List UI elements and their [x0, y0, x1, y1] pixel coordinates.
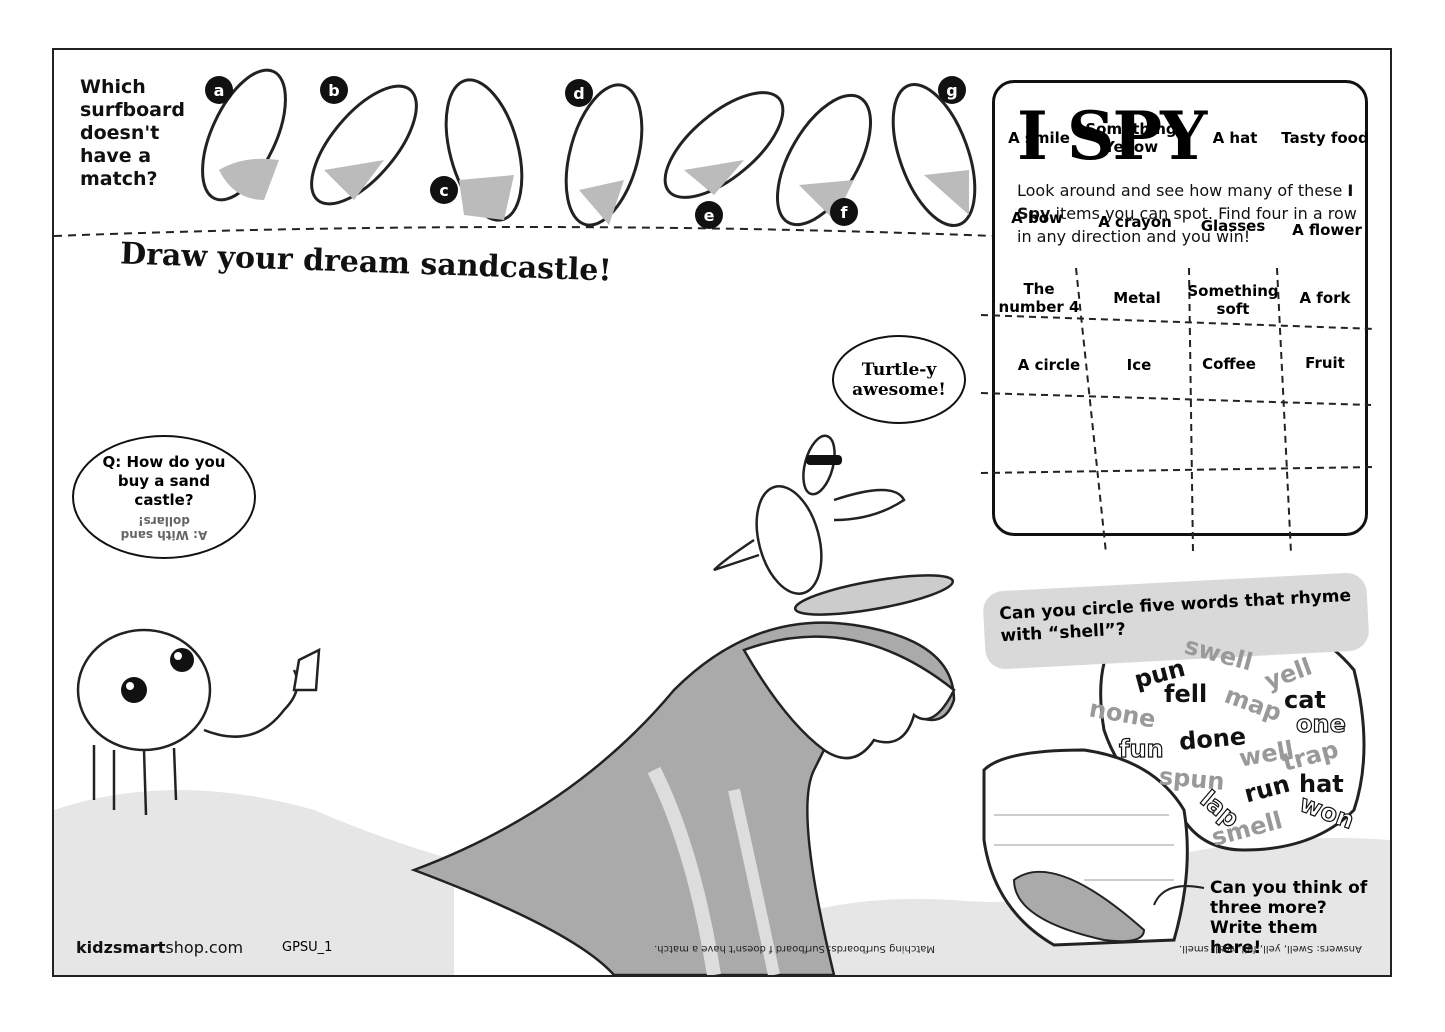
- svg-text:g: g: [946, 81, 957, 100]
- svg-text:e: e: [704, 206, 715, 225]
- rhyme-answer: Answers: Swell, yell, fell, well, smell.: [1179, 943, 1362, 954]
- rhyme-word[interactable]: fell: [1164, 680, 1208, 708]
- turtle-illustration: [713, 434, 955, 616]
- ispy-cell[interactable]: Glasses: [1200, 217, 1266, 235]
- wave-illustration: [410, 621, 956, 975]
- rhyme-word[interactable]: one: [1295, 709, 1346, 738]
- surfboard-question: Which surfboard doesn't have a match?: [80, 76, 185, 190]
- illustrations: [54, 226, 1390, 975]
- surfboard-answer: Matching Surfboards: Surfboard f doesn't…: [654, 943, 936, 954]
- arrow-icon: [1153, 885, 1205, 906]
- ispy-card: I SPY Look around and see how many of th…: [981, 80, 1377, 554]
- shell-illustration: [982, 620, 1366, 947]
- ispy-cell[interactable]: Fruit: [1305, 354, 1345, 372]
- ispy-instructions: Look around and see how many of these I …: [1017, 181, 1357, 246]
- rhyme-question: Can you circle five words that rhyme wit…: [998, 585, 1352, 647]
- rhyme-word[interactable]: done: [1177, 722, 1248, 756]
- surfboard-g: g: [891, 76, 977, 228]
- ispy-cell[interactable]: The number 4: [998, 280, 1080, 316]
- ispy-cell[interactable]: Metal: [1113, 289, 1161, 307]
- rhyme-word[interactable]: fun: [1118, 734, 1164, 763]
- rhyme-word[interactable]: hat: [1299, 770, 1344, 798]
- product-code: GPSU_1: [282, 940, 333, 955]
- divider-line: [54, 226, 995, 237]
- joke-speech-bubble: Q: How do you buy a sand castle? A: With…: [72, 435, 256, 559]
- svg-text:d: d: [573, 84, 584, 103]
- surfboard-f: f: [775, 93, 873, 227]
- ispy-cell[interactable]: A crayon: [1098, 213, 1172, 231]
- ispy-cell[interactable]: Coffee: [1202, 355, 1256, 373]
- joke-question: Q: How do you buy a sand castle?: [102, 452, 226, 509]
- sheet-frame: Which surfboard doesn't have a match? a …: [52, 48, 1392, 977]
- joke-answer: A: With sand dollars!: [120, 513, 208, 542]
- ispy-cell[interactable]: Something soft: [1187, 282, 1279, 318]
- ispy-cell[interactable]: Something Yellow: [1085, 120, 1177, 156]
- surfboard-c: c: [430, 78, 524, 222]
- svg-text:a: a: [214, 81, 225, 100]
- jellyfish-illustration: [76, 628, 321, 816]
- ispy-cell[interactable]: Ice: [1126, 356, 1152, 374]
- svg-text:f: f: [841, 203, 849, 222]
- svg-text:b: b: [328, 81, 339, 100]
- turtle-speech-bubble: Turtle-y awesome!: [832, 335, 966, 424]
- ispy-cell[interactable]: A flower: [1292, 221, 1362, 239]
- write-prompt: Can you think of three more? Write them …: [1210, 878, 1368, 958]
- brand-url[interactable]: kidzsmartshop.com: [76, 938, 244, 957]
- surfboard-b: b: [310, 76, 418, 206]
- rhyme-word[interactable]: cat: [1284, 686, 1326, 714]
- sand-left: [54, 790, 454, 975]
- surfboards: a b c d e f g: [201, 68, 977, 229]
- surfboard-d: d: [564, 79, 644, 227]
- ispy-cell[interactable]: A smile: [1008, 129, 1070, 147]
- surfboard-e: e: [663, 91, 785, 229]
- surfboard-a: a: [201, 68, 287, 202]
- ispy-title: I SPY: [1017, 97, 1207, 175]
- ispy-cell[interactable]: Tasty food: [1281, 129, 1369, 147]
- ispy-cell[interactable]: A hat: [1212, 129, 1258, 147]
- svg-text:c: c: [439, 181, 448, 200]
- ispy-cell[interactable]: A circle: [1017, 356, 1081, 374]
- ispy-cell[interactable]: A bow: [1011, 209, 1063, 227]
- ispy-cell[interactable]: A fork: [1299, 289, 1351, 307]
- ispy-grid-lines: [981, 267, 1377, 554]
